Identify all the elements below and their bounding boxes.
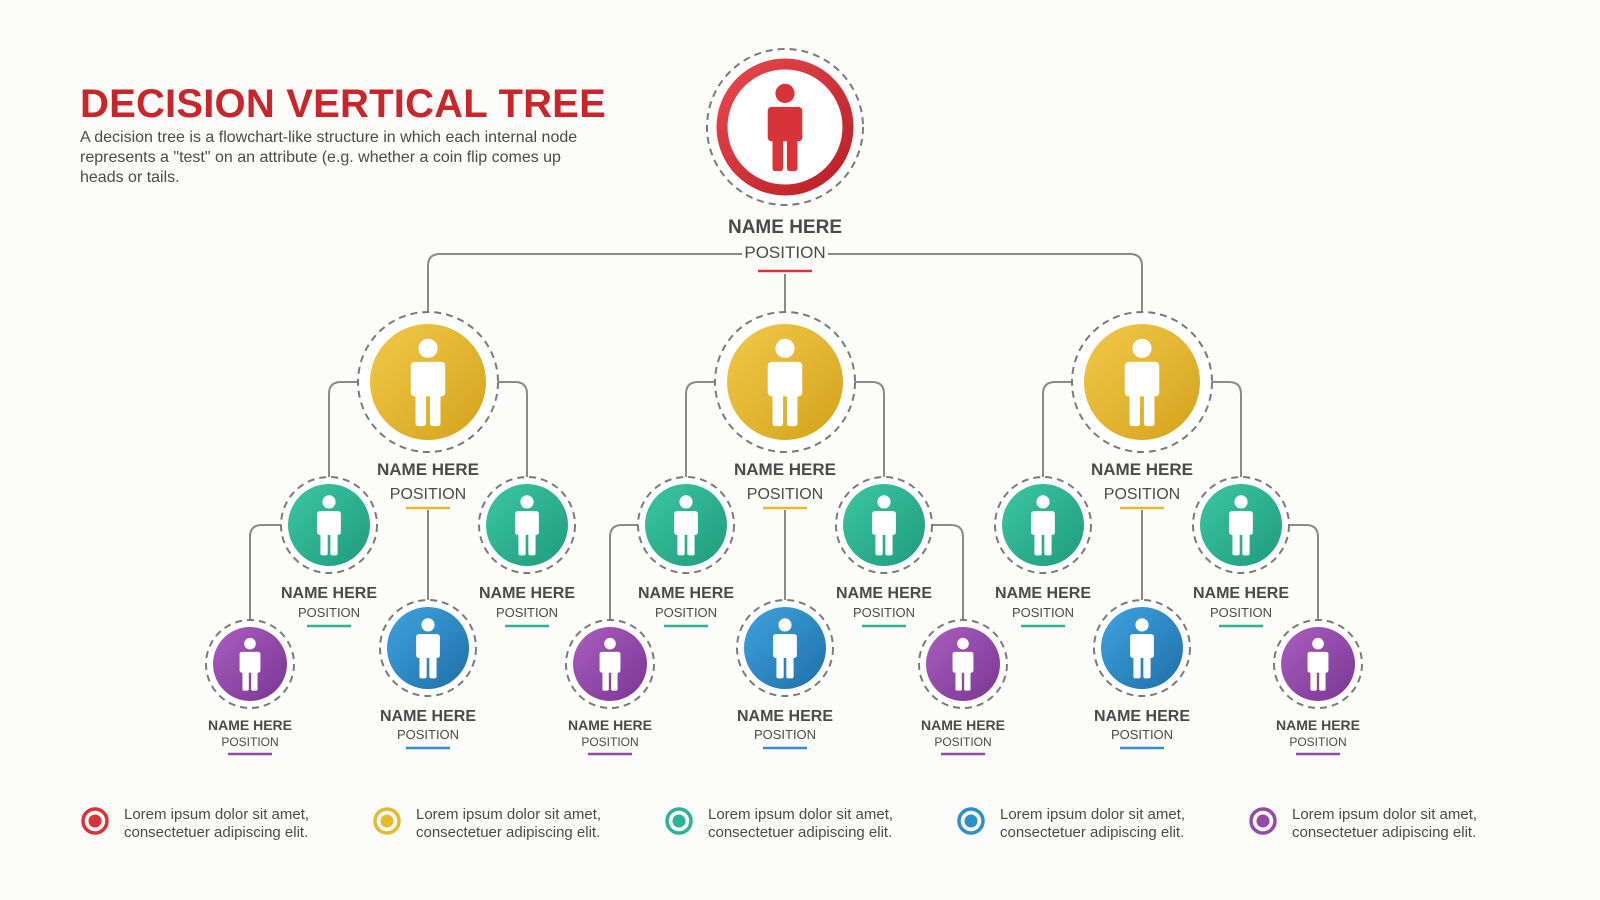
legend-text: Lorem ipsum dolor sit amet, consectetuer… bbox=[1000, 806, 1186, 841]
connector-l1-right-to-right bbox=[1212, 381, 1242, 480]
node-position: POSITION bbox=[390, 486, 466, 503]
level2-center-node-2: NAME HERE POSITION bbox=[736, 599, 834, 750]
root-node: NAME HERE POSITION bbox=[706, 48, 864, 273]
node-position: POSITION bbox=[496, 605, 558, 620]
node-position: POSITION bbox=[1289, 735, 1346, 749]
level3-node-1: NAME HERE POSITION bbox=[205, 619, 295, 756]
level1-node-1: NAME HERE POSITION bbox=[357, 311, 499, 510]
node-position: POSITION bbox=[397, 727, 459, 742]
node-name: NAME HERE bbox=[1094, 708, 1190, 725]
node-position: POSITION bbox=[747, 486, 823, 503]
connector-l1-right-to-left bbox=[1042, 381, 1072, 480]
node-position: POSITION bbox=[1104, 486, 1180, 503]
connector-l1-left-to-right bbox=[498, 381, 528, 480]
node-name: NAME HERE bbox=[921, 717, 1005, 733]
node-name: NAME HERE bbox=[836, 585, 932, 602]
level2-node-4: NAME HERE POSITION bbox=[835, 476, 933, 628]
node-name: NAME HERE bbox=[734, 460, 836, 479]
legend-text: Lorem ipsum dolor sit amet, consectetuer… bbox=[124, 806, 310, 841]
level3-node-3: NAME HERE POSITION bbox=[918, 619, 1008, 756]
node-name: NAME HERE bbox=[208, 717, 292, 733]
legend-item-yellow: Lorem ipsum dolor sit amet, consectetuer… bbox=[372, 806, 626, 842]
connector-root-left bbox=[427, 253, 742, 312]
target-icon bbox=[373, 807, 401, 835]
legend-item-green: Lorem ipsum dolor sit amet, consectetuer… bbox=[664, 806, 918, 842]
level3-node-4: NAME HERE POSITION bbox=[1273, 619, 1363, 756]
level1-node-3: NAME HERE POSITION bbox=[1071, 311, 1213, 510]
node-name: NAME HERE bbox=[568, 717, 652, 733]
level2-node-1: NAME HERE POSITION bbox=[280, 476, 378, 628]
connector-root-right bbox=[828, 253, 1143, 312]
level2-center-node-1: NAME HERE POSITION bbox=[379, 599, 477, 750]
level2-node-5: NAME HERE POSITION bbox=[994, 476, 1092, 628]
node-name: NAME HERE bbox=[377, 460, 479, 479]
legend-text: Lorem ipsum dolor sit amet, consectetuer… bbox=[708, 806, 894, 841]
level2-node-2: NAME HERE POSITION bbox=[478, 476, 576, 628]
node-name: NAME HERE bbox=[995, 585, 1091, 602]
node-name: NAME HERE bbox=[479, 585, 575, 602]
node-name: NAME HERE bbox=[728, 217, 842, 238]
node-name: NAME HERE bbox=[1091, 460, 1193, 479]
target-icon bbox=[665, 807, 693, 835]
node-position: POSITION bbox=[853, 605, 915, 620]
node-name: NAME HERE bbox=[1193, 585, 1289, 602]
node-position: POSITION bbox=[221, 735, 278, 749]
connector-l2-to-purple-4 bbox=[1288, 524, 1319, 622]
node-position: POSITION bbox=[754, 727, 816, 742]
page-title: DECISION VERTICAL TREE bbox=[80, 82, 606, 126]
page-description: A decision tree is a flowchart-like stru… bbox=[80, 129, 578, 186]
node-position: POSITION bbox=[1012, 605, 1074, 620]
connector-l2-to-purple-3 bbox=[931, 524, 964, 622]
connector-l1-center-to-right bbox=[855, 381, 885, 480]
level2-node-3: NAME HERE POSITION bbox=[637, 476, 735, 628]
level2-node-6: NAME HERE POSITION bbox=[1192, 476, 1290, 628]
legend-item-red: Lorem ipsum dolor sit amet, consectetuer… bbox=[80, 806, 334, 842]
legend-item-blue: Lorem ipsum dolor sit amet, consectetuer… bbox=[956, 806, 1210, 842]
level1-node-2: NAME HERE POSITION bbox=[714, 311, 856, 510]
node-position: POSITION bbox=[1111, 727, 1173, 742]
node-position: POSITION bbox=[581, 735, 638, 749]
target-icon bbox=[1249, 807, 1277, 835]
node-name: NAME HERE bbox=[737, 708, 833, 725]
node-position: POSITION bbox=[1210, 605, 1272, 620]
target-icon bbox=[81, 807, 109, 835]
node-name: NAME HERE bbox=[380, 708, 476, 725]
level3-node-2: NAME HERE POSITION bbox=[565, 619, 655, 756]
legend-text: Lorem ipsum dolor sit amet, consectetuer… bbox=[416, 806, 602, 841]
legend-text: Lorem ipsum dolor sit amet, consectetuer… bbox=[1292, 806, 1478, 841]
connector-lines bbox=[249, 253, 1319, 622]
node-name: NAME HERE bbox=[638, 585, 734, 602]
target-icon bbox=[957, 807, 985, 835]
node-position: POSITION bbox=[298, 605, 360, 620]
legend-item-purple: Lorem ipsum dolor sit amet, consectetuer… bbox=[1248, 806, 1502, 842]
node-position: POSITION bbox=[655, 605, 717, 620]
connector-l1-left-to-left bbox=[328, 381, 358, 480]
node-position: POSITION bbox=[934, 735, 991, 749]
connector-l2-to-purple-1 bbox=[249, 524, 282, 622]
connector-l1-center-to-left bbox=[685, 381, 715, 480]
connector-l2-to-purple-2 bbox=[609, 524, 639, 622]
node-position: POSITION bbox=[744, 243, 825, 262]
level2-center-node-3: NAME HERE POSITION bbox=[1093, 599, 1191, 750]
node-name: NAME HERE bbox=[1276, 717, 1360, 733]
node-name: NAME HERE bbox=[281, 585, 377, 602]
